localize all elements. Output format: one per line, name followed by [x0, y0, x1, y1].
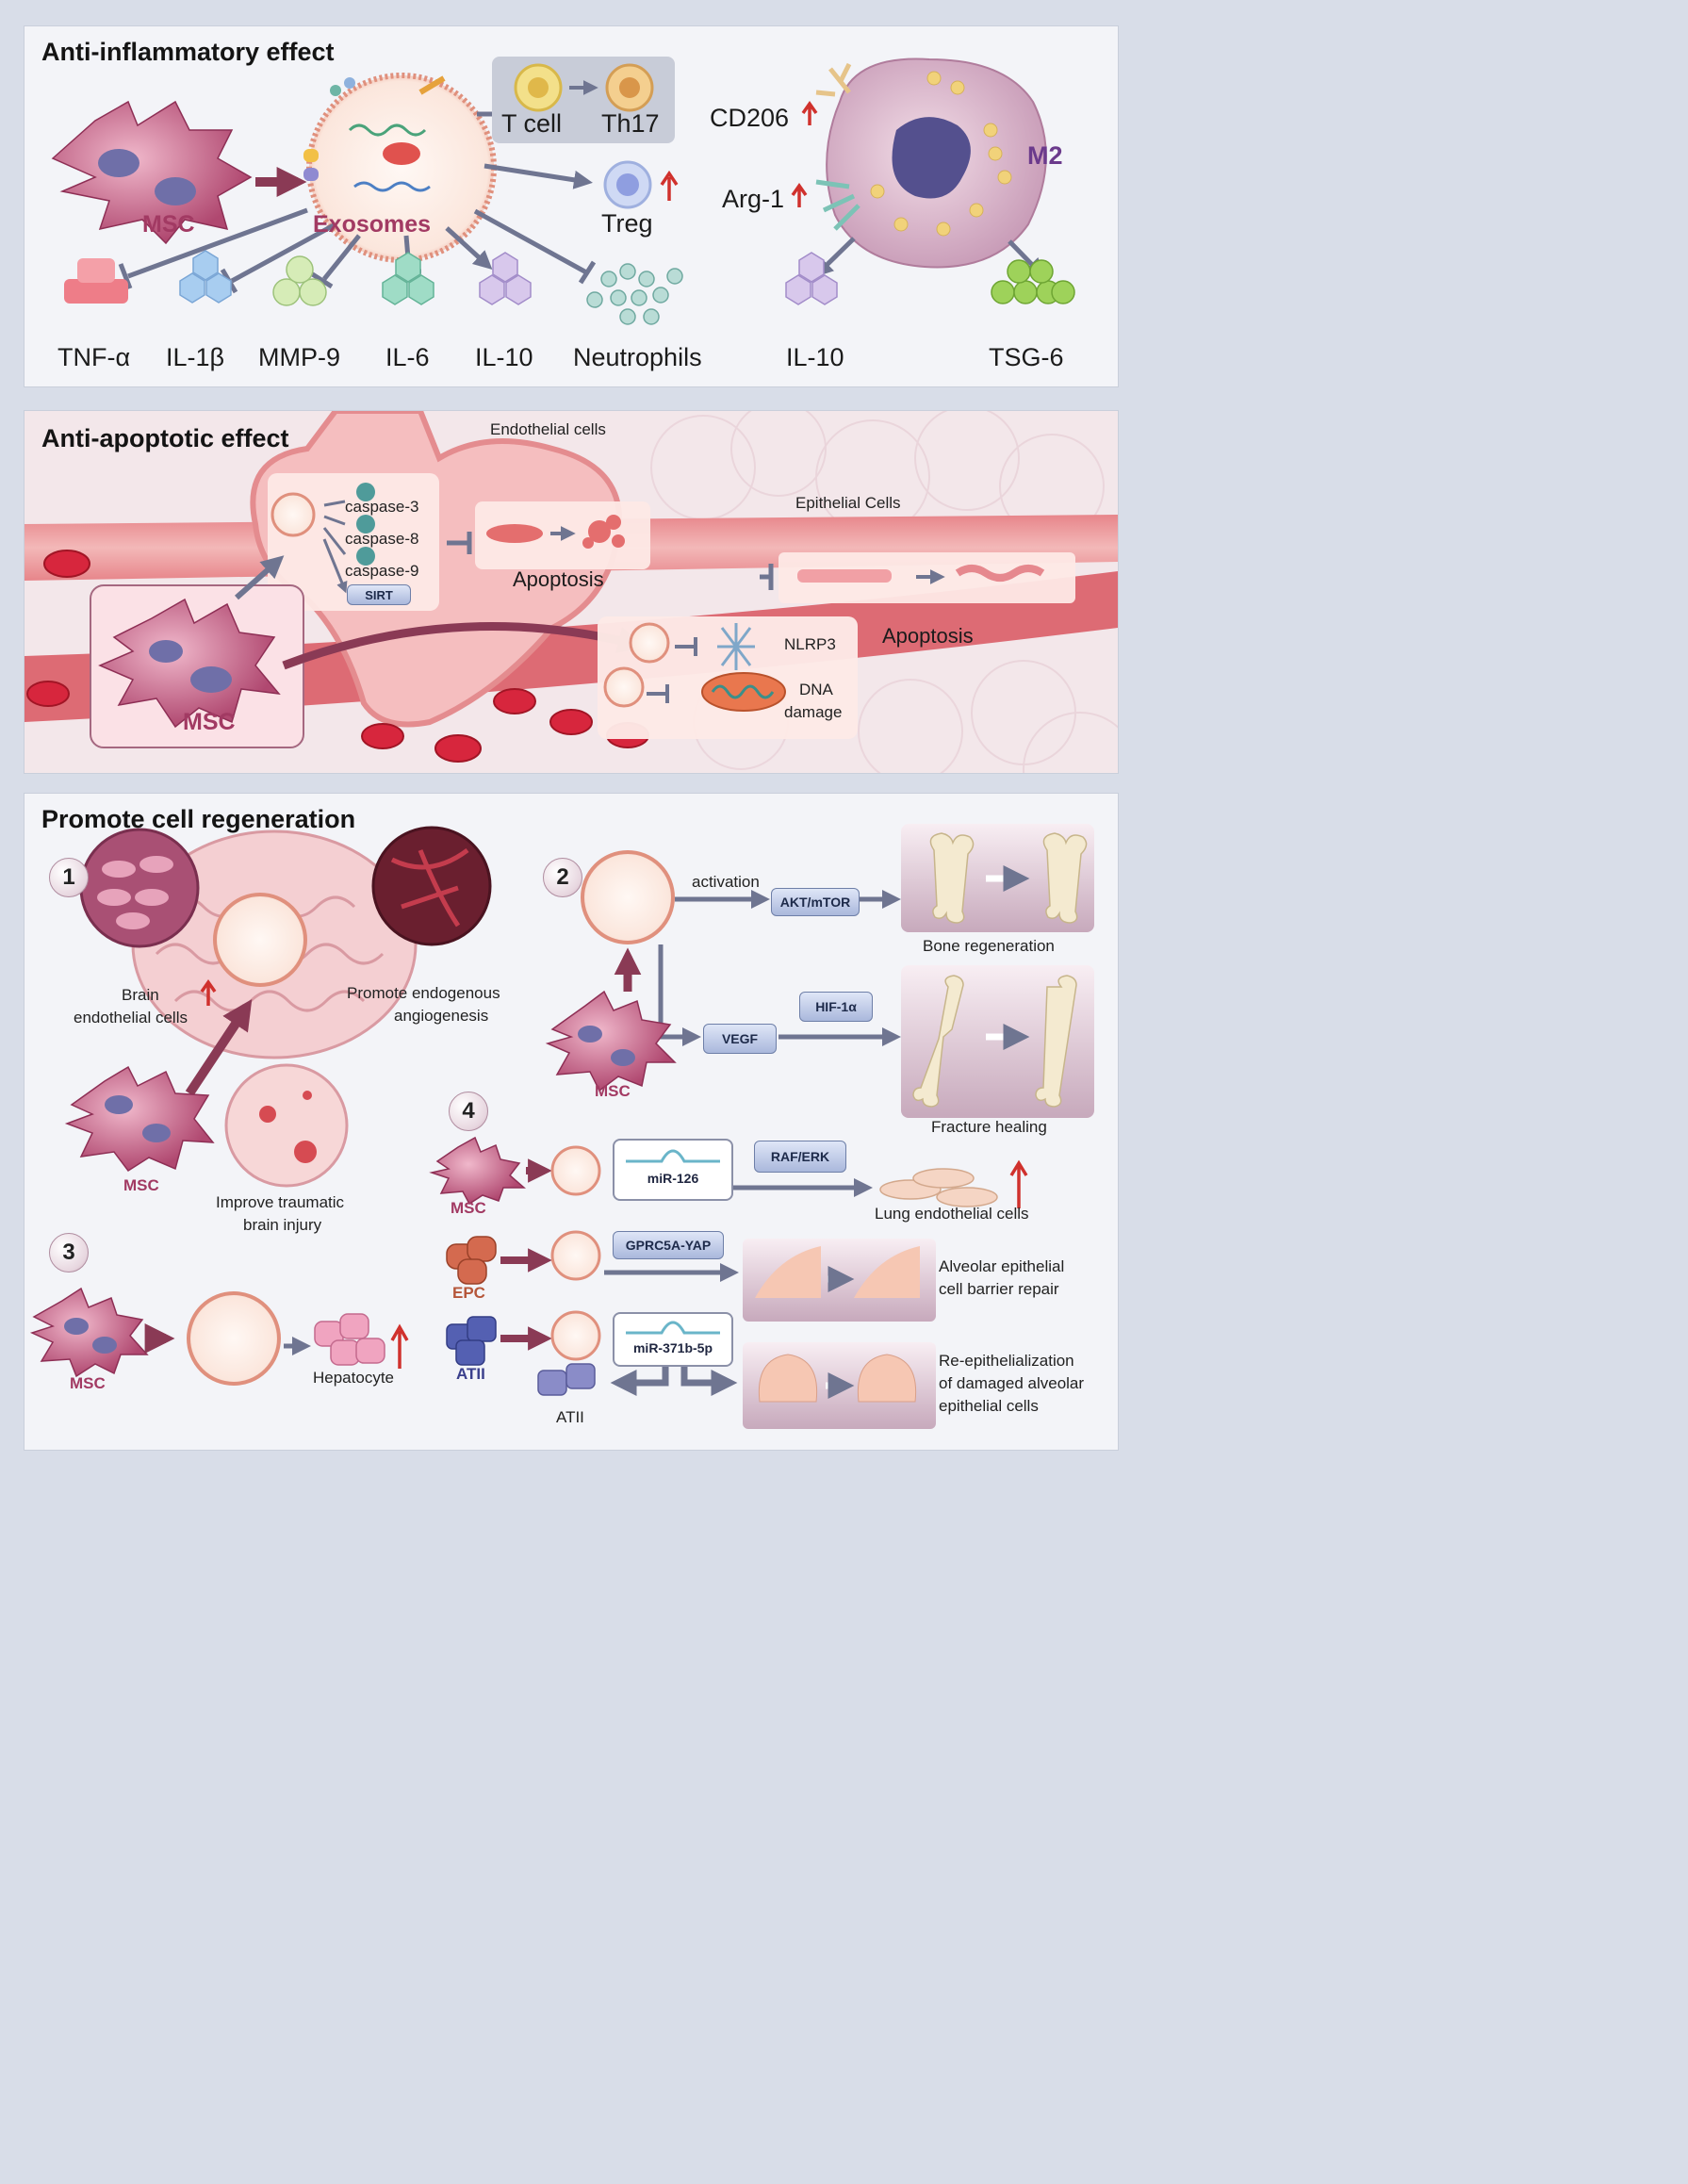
panel-title-regeneration: Promote cell regeneration: [41, 805, 356, 833]
t-cell-label: T cell: [501, 109, 563, 138]
il1b-icon: [179, 250, 232, 304]
up-arrow-icon: [660, 170, 679, 201]
alveolar-barrier-line2: cell barrier repair: [939, 1280, 1059, 1298]
msc-section3-label: MSC: [70, 1374, 106, 1392]
neutrophils-label: Neutrophils: [573, 343, 702, 371]
endothelial-cells-label: Endothelial cells: [490, 420, 606, 438]
tbi-line1: Improve traumatic: [216, 1193, 345, 1211]
step-3-badge: 3: [49, 1233, 89, 1273]
alveolar-barrier-line1: Alveolar epithelial: [939, 1257, 1065, 1275]
anti-inflammatory-panel: Anti-inflammatory effect: [25, 26, 1118, 386]
il10-m2-label: IL-10: [786, 343, 844, 371]
msc-section4-label: MSC: [451, 1199, 486, 1217]
mir371-label: miR-371b-5p: [632, 1340, 713, 1355]
hif1a-box: HIF-1α: [799, 992, 873, 1022]
gprc5a-yap-box: GPRC5A-YAP: [613, 1231, 724, 1259]
brain-endothelial-line2: endothelial cells: [74, 1009, 188, 1026]
step-2-badge: 2: [543, 858, 582, 897]
mirna-icon-2: [626, 1321, 720, 1335]
akt-mtor-box: AKT/mTOR: [771, 888, 860, 916]
vegf-box: VEGF: [703, 1024, 777, 1054]
il10-icon: [479, 252, 532, 305]
exosome-to-treg-arrow: [483, 163, 593, 189]
msc-section2-label: MSC: [595, 1082, 631, 1100]
lung-endothelial-label: Lung endothelial cells: [875, 1205, 1029, 1223]
caspase-3-label: caspase-3: [345, 498, 419, 516]
il10-label: IL-10: [475, 343, 533, 371]
tsg6-label: TSG-6: [989, 343, 1064, 371]
anti-apoptotic-graphics: [25, 411, 1118, 773]
caspase-8-label: caspase-8: [345, 530, 419, 548]
tnf-alpha-icon: [64, 258, 128, 304]
bone-icon: [929, 832, 1088, 924]
mir126-box: miR-126: [613, 1139, 733, 1201]
step-1-badge: 1: [49, 858, 89, 897]
panel-title-anti-inflammatory: Anti-inflammatory effect: [41, 38, 335, 66]
nlrp3-label: NLRP3: [784, 635, 836, 653]
mmp9-label: MMP-9: [258, 343, 340, 371]
bone-regeneration-label: Bone regeneration: [923, 937, 1055, 955]
th17-label: Th17: [601, 109, 660, 138]
fracture-healing-label: Fracture healing: [931, 1118, 1047, 1136]
hepatocyte-label: Hepatocyte: [313, 1369, 394, 1387]
arg1-label: Arg-1: [722, 185, 785, 213]
activation-label: activation: [692, 873, 760, 891]
angiogenesis-line2: angiogenesis: [394, 1007, 489, 1025]
mmp9-icon: [272, 255, 327, 306]
mirna-icon: [626, 1149, 720, 1163]
mir126-label: miR-126: [647, 1171, 699, 1186]
il10-m2-icon: [785, 252, 838, 305]
epc-label: EPC: [452, 1284, 485, 1302]
angiogenesis-line1: Promote endogenous: [347, 984, 500, 1002]
apoptosis-endothelial-label: Apoptosis: [513, 567, 604, 591]
apoptosis-epithelial-label: Apoptosis: [882, 624, 974, 648]
anti-inflammatory-graphics: [51, 57, 1075, 325]
step-4-badge: 4: [449, 1092, 488, 1131]
raf-erk-box: RAF/ERK: [754, 1141, 846, 1173]
msc-section1-label: MSC: [123, 1176, 159, 1194]
sirt-box: SIRT: [347, 584, 411, 605]
exosome-icon: [303, 73, 497, 263]
msc-cell-icon: [51, 100, 253, 245]
reepithelialization-line3: epithelial cells: [939, 1397, 1039, 1415]
dna-label: DNA: [799, 681, 833, 698]
reepithelialization-line1: Re-epithelialization: [939, 1352, 1074, 1370]
regeneration-panel: Promote cell regeneration 1 2 3 4 Brain …: [25, 794, 1118, 1450]
il6-label: IL-6: [385, 343, 430, 371]
il1b-label: IL-1β: [166, 343, 225, 371]
macrophage-icon: [815, 57, 1047, 269]
exosomes-label: Exosomes: [313, 211, 432, 238]
neutrophils-icon: [586, 263, 683, 325]
msc-label: MSC: [142, 211, 195, 238]
panel-title-anti-apoptotic: Anti-apoptotic effect: [41, 424, 289, 452]
anti-apoptotic-panel: Anti-apoptotic effect Endothelial cells …: [25, 411, 1118, 773]
m2-label: M2: [1027, 141, 1063, 170]
brain-endothelial-line1: Brain: [122, 986, 159, 1004]
figure: Anti-inflammatory effect: [0, 0, 1142, 1478]
msc-apoptotic-label: MSC: [183, 709, 236, 735]
tbi-line2: brain injury: [243, 1216, 322, 1234]
mir371-box: miR-371b-5p: [613, 1312, 733, 1367]
tsg6-icon: [991, 259, 1075, 304]
damage-label: damage: [784, 703, 843, 721]
regeneration-graphics: [29, 824, 1094, 1429]
atii-label-2: ATII: [556, 1408, 584, 1426]
atii-label-1: ATII: [456, 1365, 485, 1383]
reepithelialization-line2: of damaged alveolar: [939, 1374, 1085, 1392]
caspase-9-label: caspase-9: [345, 562, 419, 580]
il6-icon: [382, 252, 434, 305]
treg-label: Treg: [601, 209, 653, 238]
epithelial-cells-label: Epithelial Cells: [795, 494, 901, 512]
tnf-alpha-label: TNF-α: [57, 343, 131, 371]
cd206-label: CD206: [710, 104, 790, 132]
